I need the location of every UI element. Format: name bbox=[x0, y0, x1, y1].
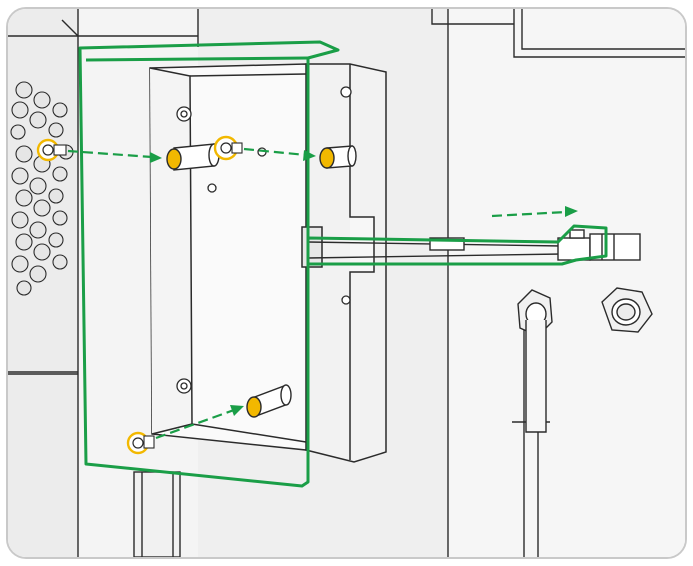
screw-icon bbox=[126, 431, 155, 455]
cable-highlight-outline bbox=[306, 224, 608, 266]
pipe-fitting bbox=[517, 289, 553, 433]
motion-arrows bbox=[67, 147, 578, 440]
standoff-icon bbox=[166, 143, 357, 418]
screw-icon bbox=[176, 86, 352, 394]
arrow-icon bbox=[491, 206, 578, 218]
arrow-icon bbox=[243, 147, 316, 161]
screw-icon bbox=[213, 135, 243, 161]
assembly-diagram bbox=[8, 9, 685, 557]
arrow-icon bbox=[67, 149, 162, 163]
arrow-icon bbox=[155, 405, 244, 440]
screw-callouts bbox=[36, 135, 243, 455]
bracket-highlight-outline bbox=[78, 40, 340, 488]
hex-fitting-icon bbox=[601, 287, 653, 333]
screw-icon bbox=[36, 138, 67, 162]
illustration-frame bbox=[6, 7, 687, 559]
vent-grille-icon bbox=[10, 81, 74, 296]
